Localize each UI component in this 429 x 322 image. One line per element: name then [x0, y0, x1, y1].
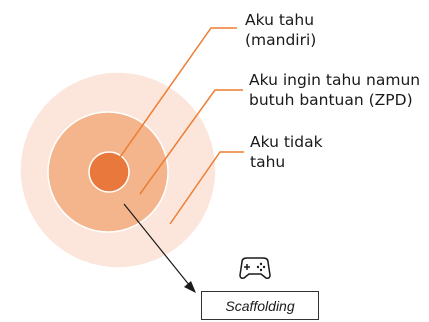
label-inner-line-1: Aku tahu	[245, 11, 315, 29]
label-middle-line-2: butuh bantuan (ZPD)	[249, 91, 413, 109]
label-inner: Aku tahu (mandiri)	[245, 10, 316, 50]
inner-circle	[88, 151, 130, 193]
scaffolding-label: Scaffolding	[225, 297, 295, 314]
leader-line-inner	[117, 27, 237, 161]
label-outer-line-1: Aku tidak	[250, 133, 323, 151]
scaffolding-box: Scaffolding	[201, 291, 319, 320]
scaffolding-arrow-line	[123, 203, 191, 287]
gamepad-icon	[239, 257, 271, 279]
scaffolding-arrowhead	[184, 281, 196, 293]
leader-line-outer	[169, 151, 244, 225]
label-inner-line-2: (mandiri)	[245, 31, 317, 49]
label-middle-line-1: Aku ingin tahu namun	[249, 71, 421, 89]
label-outer-line-2: tahu	[250, 153, 286, 171]
label-middle: Aku ingin tahu namun butuh bantuan (ZPD)	[249, 70, 420, 110]
leader-line-middle	[139, 89, 243, 195]
label-outer: Aku tidak tahu	[250, 132, 323, 172]
